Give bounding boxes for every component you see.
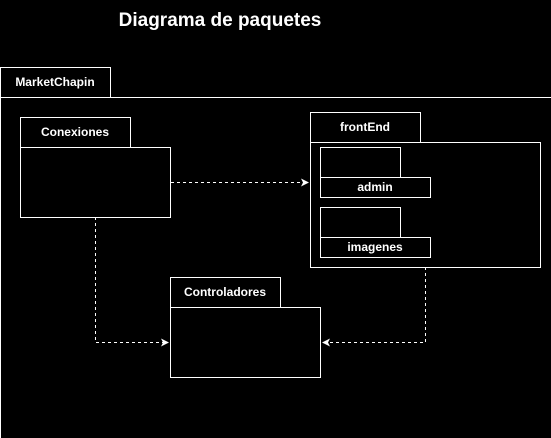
subpackage-admin[interactable]: admin (320, 147, 431, 198)
diagram-title: Diagrama de paquetes (119, 10, 322, 31)
package-marketchapin-label: MarketChapin (15, 75, 94, 89)
subpackage-imagenes-label: imagenes (347, 240, 403, 254)
subpackage-admin-label: admin (357, 180, 392, 194)
subpackage-admin-tab (320, 147, 401, 178)
dependency-conexiones-to-controladores (95, 217, 169, 347)
package-controladores-label: Controladores (184, 285, 266, 299)
subpackage-imagenes[interactable]: imagenes (320, 207, 431, 258)
subpackage-admin-body (320, 177, 431, 198)
package-frontend-label: frontEnd (340, 120, 390, 134)
package-conexiones-label: Conexiones (41, 125, 109, 139)
package-controladores-body (170, 307, 321, 378)
package-conexiones-body (20, 147, 171, 218)
package-marketchapin[interactable]: MarketChapin (0, 67, 551, 438)
package-frontend[interactable]: frontEnd admin imagenes (310, 112, 541, 268)
package-frontend-body (310, 142, 541, 268)
package-marketchapin-body (0, 97, 551, 438)
dependency-frontend-to-controladores (322, 267, 426, 347)
subpackage-imagenes-body (320, 237, 431, 258)
subpackage-imagenes-tab (320, 207, 401, 238)
dependency-arrows (95, 178, 426, 347)
package-conexiones[interactable]: Conexiones (20, 117, 171, 218)
package-controladores[interactable]: Controladores (170, 277, 321, 378)
